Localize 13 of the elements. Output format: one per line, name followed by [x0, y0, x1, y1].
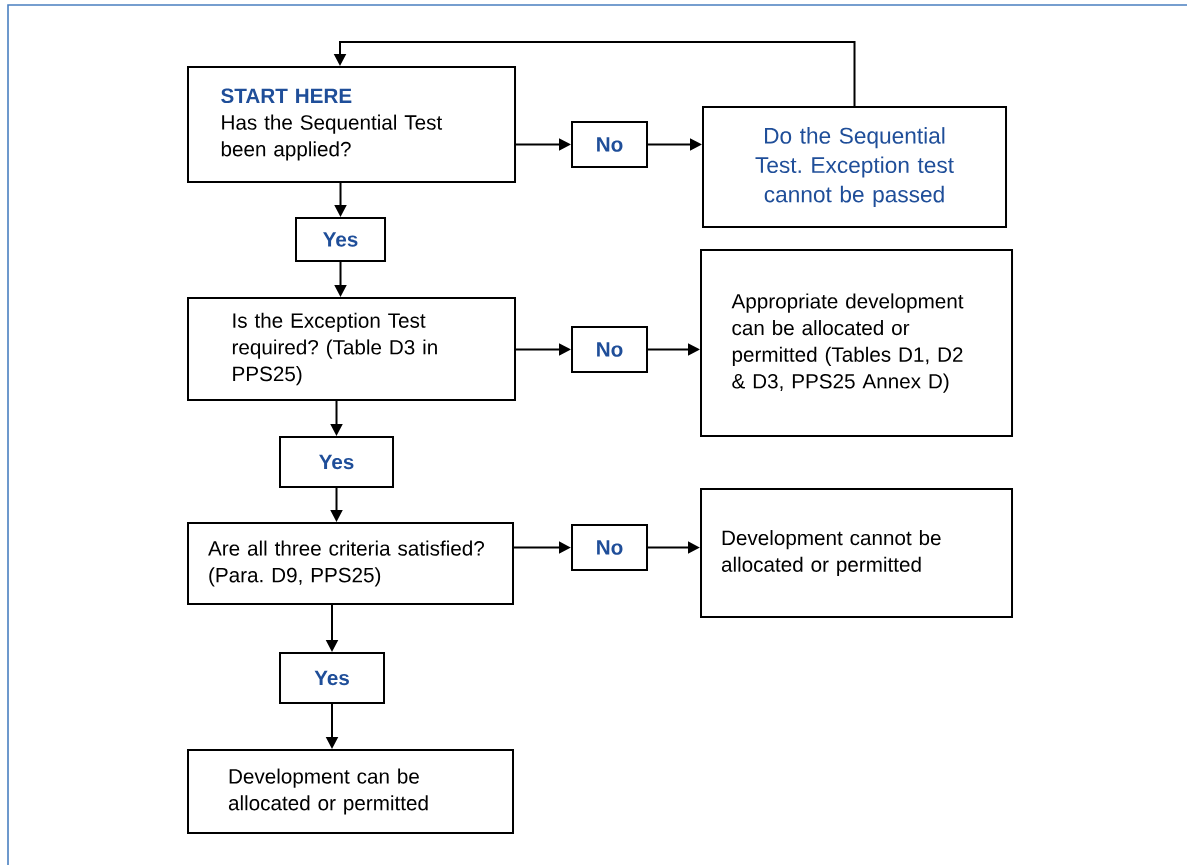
answer-box: Yes	[295, 217, 386, 262]
question-box: Is the Exception Test required? (Table D3 in PPS25)	[187, 297, 516, 401]
answer-box: No	[571, 121, 648, 168]
answer-box: Yes	[279, 436, 394, 488]
outcome-box: Do the Sequential Test. Exception test cannot be passed	[702, 106, 1007, 228]
question-box: Appropriate development can be allocated or permitted (Tables D1, D2 & D3, PPS25 Annex D)	[700, 249, 1013, 437]
question-box: Development can be allocated or permitted	[187, 749, 514, 834]
question-box: Are all three criteria satisfied? (Para. D9, PPS25)	[187, 522, 514, 605]
answer-box: No	[571, 524, 648, 571]
answer-box: No	[571, 326, 648, 373]
answer-box: Yes	[279, 652, 385, 704]
question-box: Development cannot be allocated or permitted	[700, 488, 1013, 618]
start-box: START HERE Has the Sequential Test been applied?	[187, 66, 516, 183]
